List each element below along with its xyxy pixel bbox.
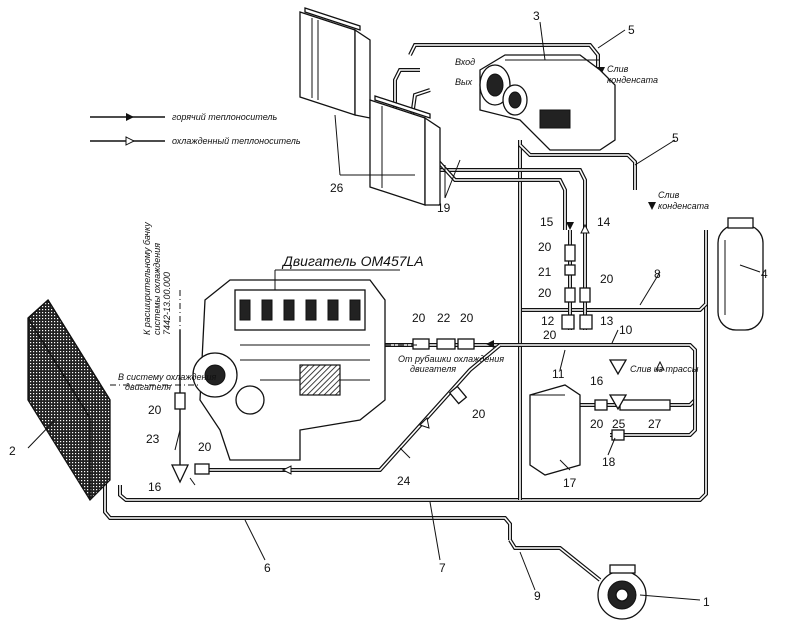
callout-6: 6 <box>264 561 271 575</box>
callouts: 3 5 5 4 26 19 15 14 20 21 20 20 8 12 20 … <box>9 9 768 609</box>
heater-26 <box>299 7 441 206</box>
callout-24: 24 <box>397 474 411 488</box>
callout-19: 19 <box>437 201 451 215</box>
label-v-sistemu-2: двигателя <box>125 382 171 392</box>
callout-20-b: 20 <box>538 286 552 300</box>
callout-15: 15 <box>540 215 554 229</box>
label-sliv-2: Слив <box>658 190 680 200</box>
callout-18: 18 <box>602 455 616 469</box>
callout-14: 14 <box>597 215 611 229</box>
legend: горячий теплоноситель охлажденный теплон… <box>90 112 301 146</box>
fittings <box>170 244 671 484</box>
unit-17 <box>529 384 581 476</box>
label-k-rash-3: 7442-13.00.000 <box>162 272 172 335</box>
callout-5-top: 5 <box>628 23 635 37</box>
callout-1: 1 <box>703 595 710 609</box>
callout-16-right: 16 <box>590 374 604 388</box>
callout-20-e: 20 <box>590 417 604 431</box>
cold-arrow-icon <box>125 136 136 146</box>
callout-20-d: 20 <box>543 328 557 342</box>
label-kondensata-2: конденсата <box>658 201 709 211</box>
callout-25: 25 <box>612 417 626 431</box>
callout-10: 10 <box>619 323 633 337</box>
flow-arrows <box>281 67 665 475</box>
label-kondensata-1: конденсата <box>607 75 658 85</box>
compressor-1 <box>597 564 647 620</box>
hot-arrow-icon <box>126 113 134 121</box>
callout-7: 7 <box>439 561 446 575</box>
dash-lines <box>110 290 420 386</box>
callout-3: 3 <box>533 9 540 23</box>
radiator-2 <box>27 298 111 502</box>
callout-20-h: 20 <box>472 407 486 421</box>
label-vhod: Вход <box>455 57 475 67</box>
label-vyh: Вых <box>455 77 473 87</box>
label-k-rash-2: системы охлаждения <box>152 243 162 335</box>
engine <box>192 279 386 461</box>
callout-4: 4 <box>761 267 768 281</box>
callout-13: 13 <box>600 314 614 328</box>
callout-12: 12 <box>541 314 555 328</box>
callout-2: 2 <box>9 444 16 458</box>
label-k-rash-1: К расширительному бачку <box>142 222 152 335</box>
callout-5-mid: 5 <box>672 131 679 145</box>
callout-11: 11 <box>552 367 565 381</box>
callout-20-j: 20 <box>198 440 212 454</box>
callout-8: 8 <box>654 267 661 281</box>
label-sliv-1: Слив <box>607 64 629 74</box>
callout-23: 23 <box>146 432 160 446</box>
callout-20-a: 20 <box>538 240 552 254</box>
callout-20-f: 20 <box>412 311 426 325</box>
callout-27: 27 <box>648 417 662 431</box>
label-ot-rubashki-2: двигателя <box>410 364 456 374</box>
legend-cold-label: охлажденный теплоноситель <box>172 136 301 146</box>
label-sliv-iz-trassy: Слив из трассы <box>630 364 699 374</box>
label-ot-rubashki-1: От рубашки охлаждения <box>398 354 504 364</box>
callout-20-i: 20 <box>148 403 162 417</box>
callout-20-c: 20 <box>600 272 614 286</box>
callout-22: 22 <box>437 311 451 325</box>
callout-9: 9 <box>534 589 541 603</box>
leader-lines <box>27 21 761 601</box>
evaporator-3 <box>479 54 616 151</box>
callout-17: 17 <box>563 476 577 490</box>
label-v-sistemu-1: В систему охлаждения <box>118 372 216 382</box>
text-labels: Двигатель ОМ457LA Вход Вых Слив конденса… <box>118 57 709 392</box>
receiver-4 <box>717 217 764 331</box>
callout-16-left: 16 <box>148 480 162 494</box>
engine-title: Двигатель ОМ457LA <box>281 253 424 269</box>
callout-20-g: 20 <box>460 311 474 325</box>
callout-26: 26 <box>330 181 344 195</box>
callout-21: 21 <box>538 265 552 279</box>
legend-hot-label: горячий теплоноситель <box>172 112 278 122</box>
